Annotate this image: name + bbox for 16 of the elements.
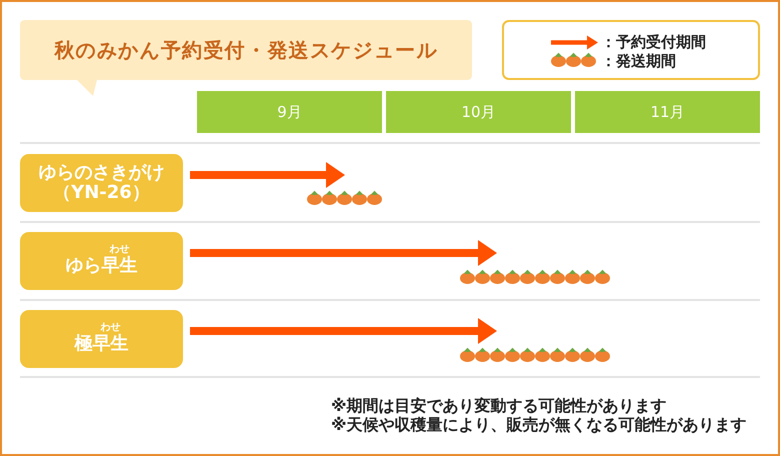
note-text: ※期間は目安であり変動する可能性があります (331, 396, 667, 416)
variety-name: 極早生 (74, 334, 128, 354)
furigana-text: わせ (100, 322, 122, 334)
title-bubble: 秋のみかん予約受付・発送スケジュール (20, 20, 472, 96)
label-box (20, 232, 183, 290)
note-text: ※天候や収穫量により、販売が無くなる可能性があります (331, 415, 747, 435)
legend-text: ：予約受付期間 (601, 33, 706, 51)
month-header: 11月 (575, 91, 760, 133)
month-header: 10月 (386, 91, 571, 133)
variety-name: ゆら早生 (66, 256, 138, 276)
label-box (20, 154, 183, 212)
furigana-text: わせ (108, 244, 130, 256)
month-header: 9月 (197, 91, 382, 133)
label-box (20, 310, 183, 368)
legend-text: ：発送期間 (601, 52, 676, 70)
variety-name: ゆらのさきがけ（YN-26） (37, 163, 166, 203)
